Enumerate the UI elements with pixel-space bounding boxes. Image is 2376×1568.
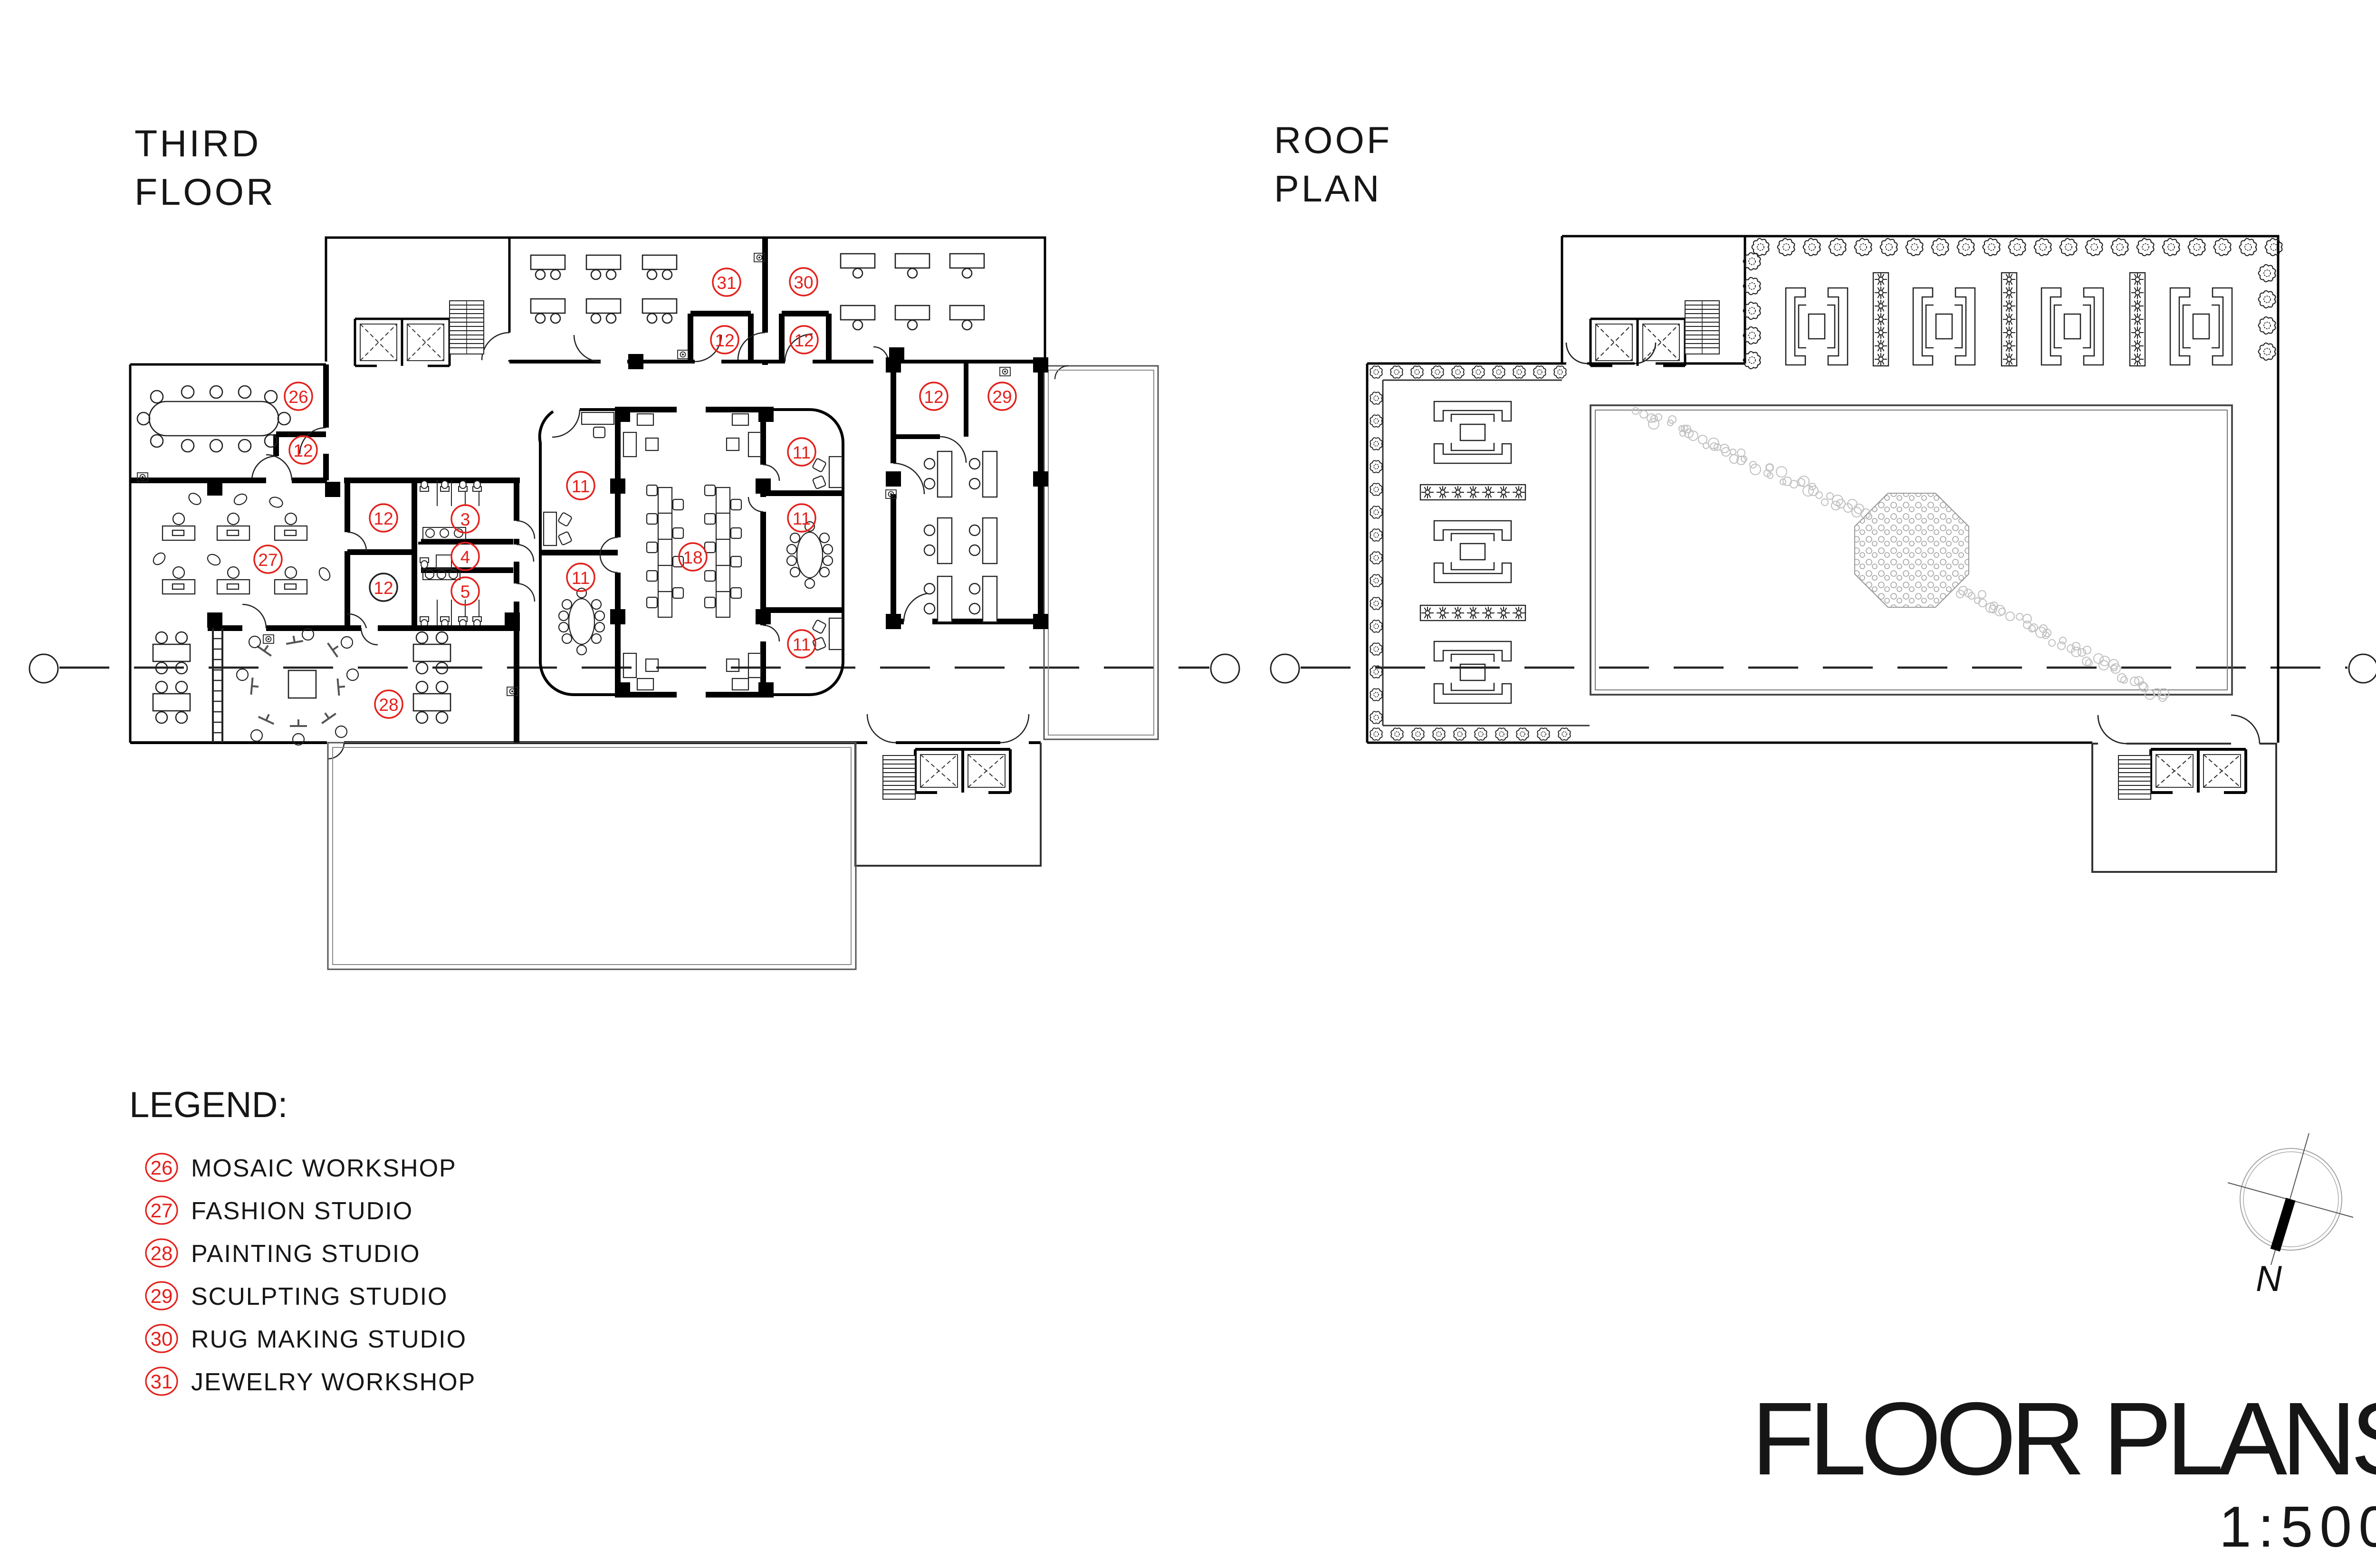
svg-text:18: 18 [683,548,702,567]
svg-text:JEWELRY WORKSHOP: JEWELRY WORKSHOP [191,1368,476,1396]
svg-text:11: 11 [793,635,811,654]
svg-text:N: N [2256,1259,2282,1299]
svg-text:31: 31 [151,1370,173,1393]
svg-text:12: 12 [794,331,814,350]
svg-text:FLOOR PLANS: FLOOR PLANS [1752,1381,2376,1497]
svg-text:28: 28 [151,1242,173,1264]
svg-text:5: 5 [460,582,470,602]
svg-text:SCULPTING STUDIO: SCULPTING STUDIO [191,1283,448,1310]
svg-text:27: 27 [151,1199,173,1222]
svg-text:1:500: 1:500 [2219,1494,2376,1559]
svg-text:28: 28 [379,695,398,715]
svg-text:12: 12 [715,331,734,350]
svg-text:FLOOR: FLOOR [134,171,276,213]
svg-text:PAINTING STUDIO: PAINTING STUDIO [191,1240,421,1268]
svg-text:29: 29 [151,1285,173,1307]
svg-text:12: 12 [374,578,393,598]
svg-text:11: 11 [572,568,590,588]
svg-text:PLAN: PLAN [1274,167,1381,210]
svg-text:12: 12 [924,387,943,407]
svg-text:3: 3 [460,510,470,529]
svg-text:11: 11 [793,509,811,528]
svg-text:RUG MAKING STUDIO: RUG MAKING STUDIO [191,1326,467,1353]
svg-text:31: 31 [717,273,736,293]
svg-text:27: 27 [258,550,278,570]
svg-text:LEGEND:: LEGEND: [129,1085,288,1125]
svg-text:11: 11 [572,477,590,496]
svg-text:30: 30 [794,273,813,292]
svg-text:FASHION STUDIO: FASHION STUDIO [191,1197,413,1225]
svg-text:ROOF: ROOF [1274,119,1392,161]
svg-text:29: 29 [992,387,1012,407]
svg-text:MOSAIC WORKSHOP: MOSAIC WORKSHOP [191,1155,457,1182]
svg-text:12: 12 [293,441,313,460]
svg-text:THIRD: THIRD [134,122,261,164]
svg-text:11: 11 [793,443,811,462]
svg-text:4: 4 [460,547,470,567]
svg-text:26: 26 [288,387,308,407]
svg-text:12: 12 [374,509,393,528]
svg-text:30: 30 [151,1328,173,1350]
svg-text:26: 26 [151,1157,173,1179]
